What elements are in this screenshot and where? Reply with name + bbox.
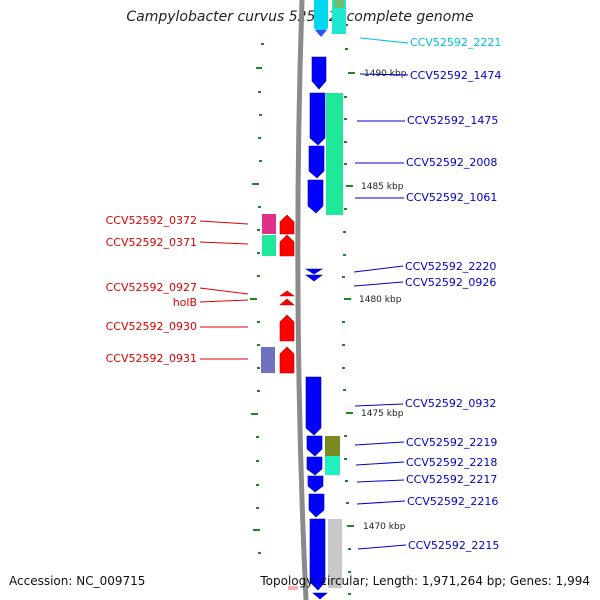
gene-label-2217[interactable]: CCV52592_2217 <box>406 473 497 486</box>
gene-feature-0927[interactable] <box>279 290 295 297</box>
gene-feature[interactable] <box>262 235 276 256</box>
gene-feature-0932[interactable] <box>305 376 322 436</box>
gene-feature[interactable] <box>332 0 346 34</box>
gene-feature-holb[interactable] <box>279 298 295 306</box>
gene-label-1475[interactable]: CCV52592_1475 <box>407 114 498 127</box>
genome-backbone <box>295 0 309 600</box>
gene-feature[interactable] <box>288 586 298 590</box>
gene-label-2215[interactable]: CCV52592_2215 <box>408 539 499 552</box>
gene-label-0931[interactable]: CCV52592_0931 <box>106 352 197 365</box>
leader-line <box>356 500 406 505</box>
leader-line <box>353 265 404 273</box>
kbp-label: 1490 kbp <box>364 69 407 79</box>
gene-label-0927[interactable]: CCV52592_0927 <box>106 281 197 294</box>
gene-feature-2217[interactable] <box>307 475 324 493</box>
gene-label-1474[interactable]: CCV52592_1474 <box>410 69 501 82</box>
gene-feature-0931[interactable] <box>279 346 295 374</box>
gene-feature[interactable] <box>325 456 340 475</box>
gene-feature-0371[interactable] <box>279 234 295 257</box>
kbp-label: 1470 kbp <box>363 522 406 532</box>
gene-feature[interactable] <box>312 592 328 600</box>
gene-feature-1475[interactable] <box>309 92 326 146</box>
leader-line <box>354 403 404 407</box>
gene-feature[interactable] <box>261 347 275 373</box>
leader-line <box>199 287 249 295</box>
gene-feature-2216[interactable] <box>308 493 325 518</box>
gene-label-0372[interactable]: CCV52592_0372 <box>106 214 197 227</box>
leader-line <box>356 479 405 483</box>
gene-feature-2219[interactable] <box>306 435 323 457</box>
gene-label-0930[interactable]: CCV52592_0930 <box>106 320 197 333</box>
genome-summary: Topology: circular; Length: 1,971,264 bp… <box>260 574 590 588</box>
gene-label-2219[interactable]: CCV52592_2219 <box>406 436 497 449</box>
gene-feature[interactable] <box>328 519 342 588</box>
gene-feature-1474[interactable] <box>311 56 327 90</box>
gene-label-0371[interactable]: CCV52592_0371 <box>106 236 197 249</box>
gene-feature-2221[interactable] <box>314 0 328 34</box>
gene-feature-2215[interactable] <box>309 518 326 591</box>
leader-line <box>353 281 404 287</box>
leader-line <box>355 461 405 466</box>
gene-feature-0926[interactable] <box>305 274 323 282</box>
left-ticks <box>250 43 264 554</box>
gene-label-2216[interactable]: CCV52592_2216 <box>407 495 498 508</box>
leader-line <box>354 441 405 446</box>
gene-feature[interactable] <box>325 436 340 456</box>
gene-feature-2008[interactable] <box>308 145 325 179</box>
gene-feature[interactable] <box>315 30 327 37</box>
gene-feature-2220[interactable] <box>304 268 324 275</box>
leader-line <box>359 37 409 44</box>
leader-line <box>199 241 249 245</box>
gene-feature[interactable] <box>326 93 343 215</box>
kbp-label: 1485 kbp <box>361 182 404 192</box>
gene-label-0926[interactable]: CCV52592_0926 <box>405 276 496 289</box>
gene-label-1061[interactable]: CCV52592_1061 <box>406 191 497 204</box>
kbp-label: 1480 kbp <box>359 295 402 305</box>
gene-feature-0372[interactable] <box>279 214 295 235</box>
gene-feature[interactable] <box>334 0 344 8</box>
gene-label-holb[interactable]: holB <box>173 296 197 309</box>
leader-line <box>199 220 249 225</box>
gene-feature-0930[interactable] <box>279 314 295 342</box>
accession-label: Accession: NC_009715 <box>9 574 146 588</box>
gene-feature[interactable] <box>262 214 276 234</box>
gene-feature-1061[interactable] <box>307 179 324 214</box>
gene-label-2221[interactable]: CCV52592_2221 <box>410 36 501 49</box>
gene-label-2008[interactable]: CCV52592_2008 <box>406 156 497 169</box>
gene-label-2220[interactable]: CCV52592_2220 <box>405 260 496 273</box>
kbp-label: 1475 kbp <box>361 409 404 419</box>
gene-feature-2218[interactable] <box>306 456 323 476</box>
right-ticks <box>342 24 355 595</box>
leader-line <box>359 73 409 76</box>
leader-line <box>357 544 407 550</box>
gene-label-2218[interactable]: CCV52592_2218 <box>406 456 497 469</box>
leader-line <box>199 299 249 303</box>
gene-label-0932[interactable]: CCV52592_0932 <box>405 397 496 410</box>
